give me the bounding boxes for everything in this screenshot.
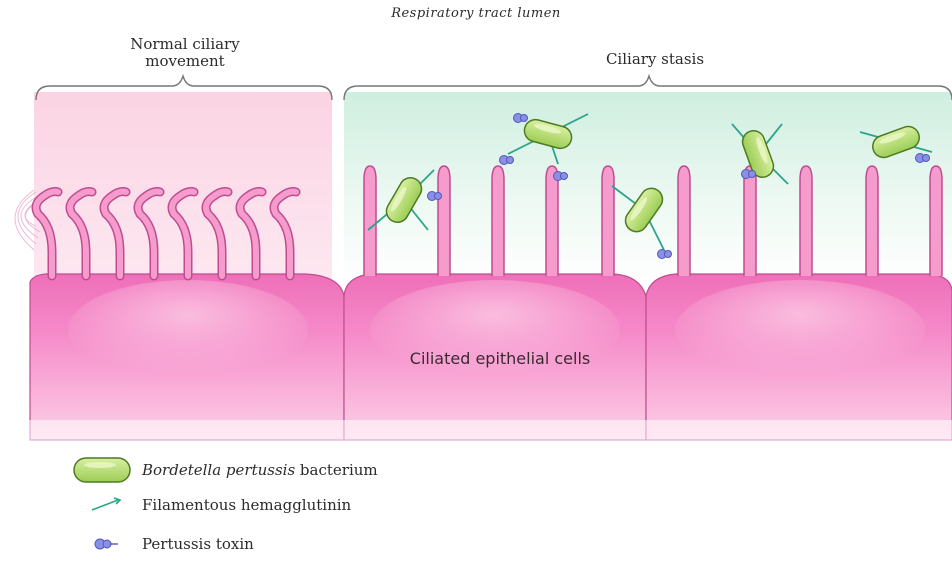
epithelial-cells-label: Ciliated epithelial cells: [340, 349, 660, 368]
pertussis-toxin: [500, 156, 514, 165]
legend-item-bacterium: Bordetella pertussis bacterium: [70, 457, 378, 483]
pertussis-toxin: [742, 170, 756, 179]
cilium-straight: [546, 166, 558, 276]
cilium-straight: [930, 166, 942, 276]
pertussis-toxin: [514, 114, 528, 123]
cilium-straight: [364, 166, 376, 276]
legend-bacterium-species: Bordetella pertussis: [142, 461, 295, 479]
pertussis-toxin: [916, 154, 930, 163]
pertussis-toxin: [428, 192, 442, 201]
legend-toxin-label: Pertussis toxin: [142, 535, 254, 553]
cilium-straight: [438, 166, 450, 276]
normal-movement-label: Normal ciliary movement: [90, 36, 280, 70]
cilium-straight: [800, 166, 812, 276]
legend-item-hemagglutinin: Filamentous hemagglutinin: [70, 492, 351, 518]
lumen-title: Respiratory tract lumen: [0, 6, 952, 21]
normal-movement-label-line2: movement: [90, 53, 280, 70]
cilium-straight: [678, 166, 690, 276]
legend-item-toxin: Pertussis toxin: [70, 531, 254, 557]
cilium-straight: [744, 166, 756, 276]
cilium-straight: [866, 166, 878, 276]
normal-movement-label-line1: Normal ciliary: [90, 36, 280, 53]
pertussis-toxin: [658, 250, 672, 259]
ciliary-stasis-label: Ciliary stasis: [540, 50, 770, 68]
stasis-lumen-region: [344, 92, 952, 282]
legend-bacterium-suffix: bacterium: [295, 461, 377, 479]
cilium-straight: [602, 166, 614, 276]
cilium-straight: [492, 166, 504, 276]
legend-hemagglutinin-label: Filamentous hemagglutinin: [142, 496, 351, 514]
pertussis-toxin: [554, 172, 568, 181]
